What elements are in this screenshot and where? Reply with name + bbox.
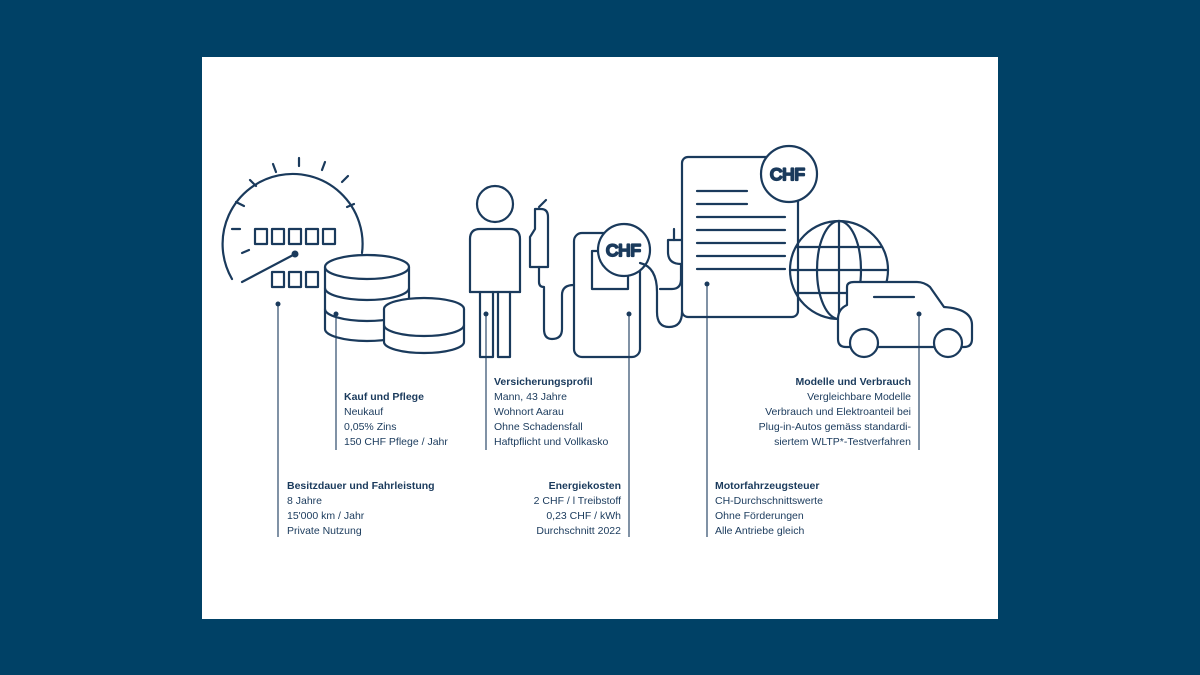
coin-stack-icon: [323, 253, 466, 355]
fuel-chf-label: CHF: [606, 241, 641, 260]
block-modelle-und-verbrauch: Modelle und Verbrauch Vergleichbare Mode…: [759, 375, 911, 450]
block-title: Energiekosten: [548, 480, 621, 492]
block-title: Motorfahrzeugsteuer: [715, 480, 820, 492]
block-line: Mann, 43 Jahre: [494, 391, 567, 403]
block-line: Haftpflicht und Vollkasko: [494, 436, 609, 448]
fuel-pump-icon: CHF: [528, 198, 684, 359]
block-line: Durchschnitt 2022: [536, 525, 621, 537]
block-line: CH-Durchschnittswerte: [715, 495, 823, 507]
block-line: 0,23 CHF / kWh: [546, 510, 621, 522]
block-line: 2 CHF / l Treibstoff: [533, 495, 621, 507]
car-icon: [836, 280, 974, 359]
block-title: Kauf und Pflege: [344, 391, 424, 403]
leader-lines: [275, 281, 922, 537]
block-title: Besitzdauer und Fahrleistung: [287, 480, 435, 492]
document-chf-label: CHF: [770, 165, 805, 184]
document-icon: CHF: [680, 144, 819, 319]
block-energiekosten: Energiekosten 2 CHF / l Treibstoff 0,23 …: [534, 479, 621, 539]
block-line: 8 Jahre: [287, 495, 323, 507]
block-line: 150 CHF Pflege / Jahr: [344, 436, 448, 448]
block-line: Wohnort Aarau: [494, 406, 564, 418]
block-line: siertem WLTP*-Testverfahren: [774, 436, 911, 448]
block-title: Modelle und Verbrauch: [795, 376, 911, 388]
block-motorfahrzeugsteuer: Motorfahrzeugsteuer CH-Durchschnittswert…: [715, 479, 823, 539]
info-card: CHF CHF: [202, 57, 998, 619]
globe-icon: [788, 219, 890, 321]
block-versicherungsprofil: Versicherungsprofil Mann, 43 Jahre Wohno…: [494, 375, 608, 450]
block-line: Verbrauch und Elektroanteil bei: [765, 406, 911, 418]
block-line: Ohne Schadensfall: [494, 421, 583, 433]
block-line: Ohne Förderungen: [715, 510, 804, 522]
block-line: Alle Antriebe gleich: [715, 525, 805, 537]
block-kauf-und-pflege: Kauf und Pflege Neukauf 0,05% Zins 150 C…: [344, 390, 448, 450]
illustration: CHF CHF: [221, 144, 974, 537]
block-title: Versicherungsprofil: [494, 376, 593, 388]
speedometer-icon: [221, 156, 364, 289]
block-line: 15'000 km / Jahr: [287, 510, 365, 522]
block-line: Neukauf: [344, 406, 384, 418]
block-line: Vergleichbare Modelle: [807, 391, 911, 403]
block-line: Plug-in-Autos gemäss standardi-: [758, 421, 911, 433]
block-besitzdauer: Besitzdauer und Fahrleistung 8 Jahre 15'…: [287, 479, 435, 539]
person-icon: [468, 184, 522, 359]
block-line: 0,05% Zins: [344, 421, 397, 433]
block-line: Private Nutzung: [287, 525, 362, 537]
